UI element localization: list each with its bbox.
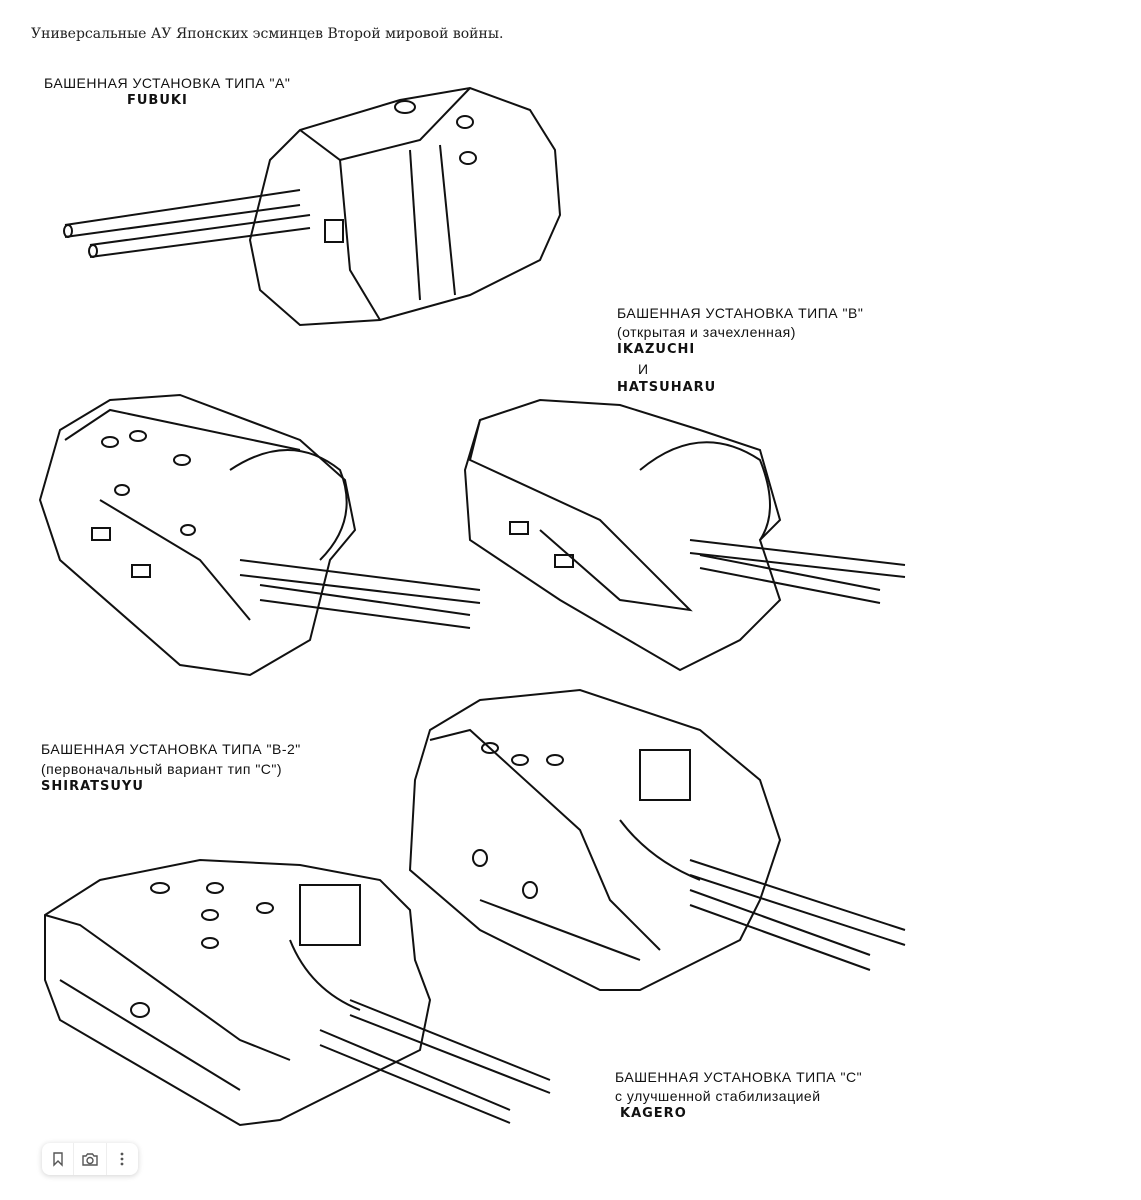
type-b-sublabel: (открытая и зачехленная) xyxy=(617,324,796,340)
camera-search-icon xyxy=(82,1153,98,1166)
type-a-label: БАШЕННАЯ УСТАНОВКА ТИПА "А" xyxy=(44,75,291,91)
type-a-ship: FUBUKI xyxy=(127,93,188,108)
turret-type-c-drawing xyxy=(408,688,906,991)
turret-type-a-drawing xyxy=(63,86,562,327)
image-toolbar xyxy=(42,1143,138,1175)
type-c-label: БАШЕННАЯ УСТАНОВКА ТИПА "С" xyxy=(615,1069,863,1085)
bookmark-icon xyxy=(52,1152,63,1167)
type-b2-ship: SHIRATSUYU xyxy=(41,779,144,794)
type-b-ship-1: IKAZUCHI xyxy=(617,342,696,357)
type-b2-label: БАШЕННАЯ УСТАНОВКА ТИПА "В-2" xyxy=(41,741,301,757)
page-title: Универсальные АУ Японских эсминцев Второ… xyxy=(31,26,504,42)
type-c-sublabel: с улучшенной стабилизацией xyxy=(615,1088,821,1104)
more-vertical-icon xyxy=(120,1152,124,1166)
bookmark-button[interactable] xyxy=(42,1143,75,1175)
type-c-ship: KAGERO xyxy=(620,1106,687,1121)
turret-type-b-open-drawing xyxy=(38,393,481,677)
more-options-button[interactable] xyxy=(107,1143,138,1175)
visual-search-button[interactable] xyxy=(74,1143,107,1175)
type-b-ship-2: HATSUHARU xyxy=(617,380,717,395)
type-b-and: И xyxy=(638,361,649,377)
type-b-label: БАШЕННАЯ УСТАНОВКА ТИПА "В" xyxy=(617,305,864,321)
turret-type-b-covered-drawing xyxy=(463,398,906,672)
type-b2-sublabel: (первоначальный вариант тип "С") xyxy=(41,761,283,777)
turret-type-b2-drawing xyxy=(44,858,551,1127)
